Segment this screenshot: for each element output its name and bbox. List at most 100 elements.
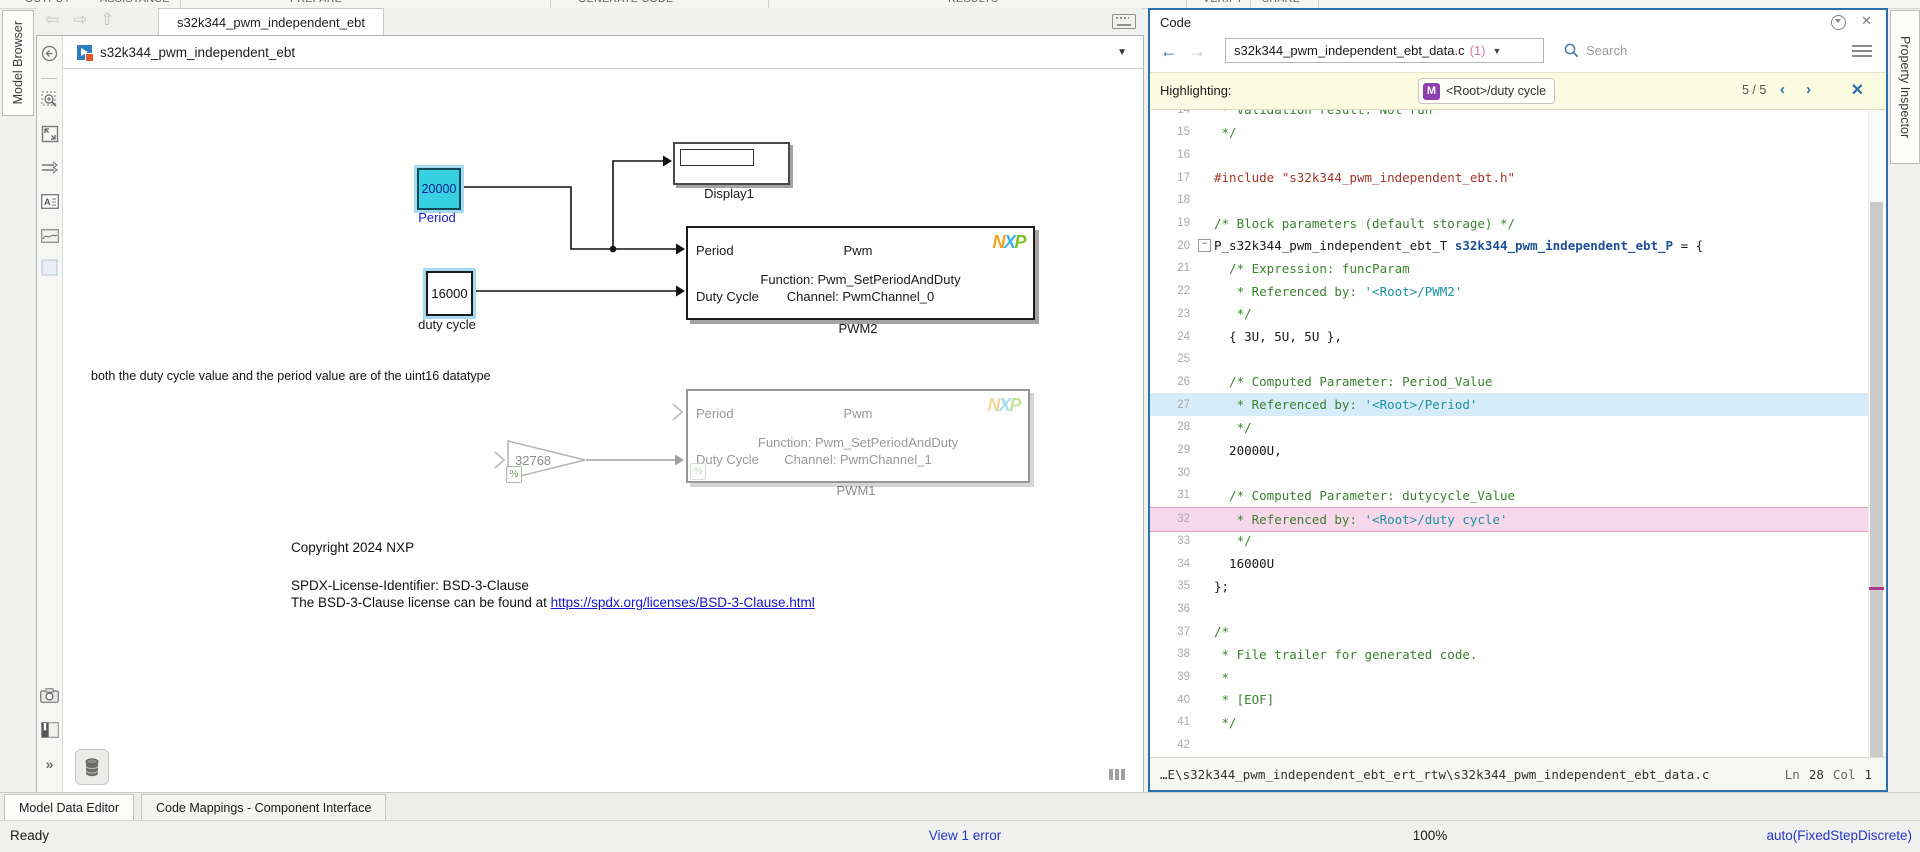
up-to-parent-icon[interactable] — [40, 44, 59, 63]
code-line-24[interactable]: 24 { 3U, 5U, 5U }, — [1150, 325, 1868, 348]
canvas-resize-grip[interactable] — [1109, 769, 1125, 780]
pwm2-block-label[interactable]: PWM2 — [838, 321, 878, 336]
code-line-32[interactable]: 32 * Referenced by: '<Root>/duty cycle' — [1150, 506, 1868, 532]
code-line-23[interactable]: 23 */ — [1150, 302, 1868, 325]
prev-highlight-icon[interactable]: ‹ — [1780, 81, 1785, 98]
breadcrumb-dropdown-icon[interactable]: ▼ — [1117, 46, 1127, 58]
solver-info-link[interactable]: auto(FixedStepDiscrete) — [1766, 828, 1912, 843]
code-forward-icon[interactable]: → — [1188, 41, 1206, 61]
area-annotation-icon[interactable] — [40, 258, 59, 277]
code-line-42[interactable]: 42 — [1150, 734, 1868, 757]
code-line-20[interactable]: 20−P_s32k344_pwm_independent_ebt_T s32k3… — [1150, 234, 1868, 257]
gain-block-value[interactable]: 32768 — [515, 453, 552, 468]
period-block-label[interactable]: Period — [418, 210, 456, 225]
hamburger-menu-icon[interactable] — [1852, 42, 1872, 60]
viewmarks-icon[interactable] — [40, 720, 59, 739]
status-ready: Ready — [10, 828, 50, 843]
tab-model-data-editor[interactable]: Model Data Editor — [4, 794, 135, 821]
code-line-27[interactable]: 27 * Referenced by: '<Root>/Period' — [1150, 393, 1868, 417]
up-arrow-icon[interactable]: ⇧ — [100, 10, 115, 29]
code-line-35[interactable]: 35}; — [1150, 575, 1868, 598]
code-text: #include "s32k344_pwm_independent_ebt.h" — [1214, 170, 1516, 186]
code-line-19[interactable]: 19/* Block parameters (default storage) … — [1150, 212, 1868, 235]
code-line-26[interactable]: 26 /* Computed Parameter: Period_Value — [1150, 370, 1868, 393]
search-input[interactable]: Search — [1586, 43, 1628, 58]
file-selector-dropdown[interactable]: s32k344_pwm_independent_ebt_data.c (1) ▼ — [1225, 38, 1544, 63]
more-tools-icon[interactable]: » — [45, 755, 54, 772]
code-line-36[interactable]: 36 — [1150, 597, 1868, 620]
fit-to-view-icon[interactable] — [40, 124, 59, 143]
highlighted-element-tag[interactable]: M <Root>/duty cycle — [1418, 78, 1556, 104]
signal-routing-icon[interactable] — [40, 158, 59, 177]
code-line-31[interactable]: 31 /* Computed Parameter: dutycycle_Valu… — [1150, 484, 1868, 507]
next-highlight-icon[interactable]: › — [1806, 81, 1811, 98]
license-annotation-line2[interactable]: The BSD-3-Clause license can be found at… — [291, 595, 815, 610]
code-line-15[interactable]: 15 */ — [1150, 121, 1868, 144]
forward-arrow-icon[interactable]: ⇨ — [73, 10, 88, 29]
breadcrumb[interactable]: s32k344_pwm_independent_ebt ▼ — [63, 36, 1143, 69]
breadcrumb-model-name[interactable]: s32k344_pwm_independent_ebt — [100, 44, 296, 60]
fold-toggle-icon[interactable]: − — [1198, 239, 1211, 253]
line-number: 35 — [1177, 580, 1190, 593]
back-arrow-icon[interactable]: ⇦ — [45, 10, 60, 29]
code-line-41[interactable]: 41 */ — [1150, 711, 1868, 734]
license-annotation-line1[interactable]: SPDX-License-Identifier: BSD-3-Clause — [291, 578, 529, 593]
code-line-17[interactable]: 17 #include "s32k344_pwm_independent_ebt.… — [1150, 166, 1868, 189]
code-line-28[interactable]: 28 */ — [1150, 416, 1868, 439]
tab-code-mappings[interactable]: Code Mappings - Component Interface — [141, 794, 387, 821]
image-annotation-icon[interactable] — [40, 226, 59, 245]
line-number: 40 — [1177, 693, 1190, 706]
code-line-25[interactable]: 25 — [1150, 348, 1868, 371]
panel-close-icon[interactable]: ✕ — [1861, 13, 1872, 28]
code-line-33[interactable]: 33 */ — [1150, 529, 1868, 552]
pwm1-block[interactable]: Period Pwm NXP Function: Pwm_SetPeriodAn… — [686, 389, 1030, 483]
highlighting-label: Highlighting: — [1160, 83, 1232, 98]
code-line-21[interactable]: 21 /* Expression: funcParam — [1150, 257, 1868, 280]
code-line-40[interactable]: 40 * [EOF] — [1150, 688, 1868, 711]
line-number: 24 — [1177, 330, 1190, 343]
code-line-14[interactable]: 14 * Validation result: Not run — [1150, 108, 1868, 121]
scrollbar-thumb[interactable] — [1870, 202, 1883, 758]
code-text: /* Computed Parameter: dutycycle_Value — [1214, 487, 1516, 503]
period-constant-block[interactable]: 20000 — [417, 168, 461, 210]
duty-cycle-block-label[interactable]: duty cycle — [418, 317, 476, 332]
code-line-37[interactable]: 37/* — [1150, 620, 1868, 643]
property-inspector-tab[interactable]: Property Inspector — [1890, 10, 1920, 164]
search-icon[interactable] — [1564, 43, 1579, 63]
view-error-link[interactable]: View 1 error — [928, 828, 1002, 843]
code-back-icon[interactable]: ← — [1160, 41, 1178, 61]
panel-menu-icon[interactable] — [1831, 15, 1846, 30]
line-number: 16 — [1177, 148, 1190, 161]
display1-block[interactable] — [673, 142, 790, 185]
model-document-tab[interactable]: s32k344_pwm_independent_ebt — [158, 8, 384, 36]
code-line-29[interactable]: 29 20000U, — [1150, 439, 1868, 462]
data-dictionary-button[interactable] — [75, 749, 109, 785]
pwm1-block-label[interactable]: PWM1 — [836, 483, 876, 498]
annotation-icon[interactable]: A — [40, 192, 59, 211]
license-link[interactable]: https://spdx.org/licenses/BSD-3-Clause.h… — [550, 595, 815, 610]
canvas-annotation[interactable]: both the duty cycle value and the period… — [91, 369, 491, 383]
screenshot-icon[interactable] — [40, 686, 59, 705]
code-line-39[interactable]: 39 * — [1150, 666, 1868, 689]
code-line-22[interactable]: 22 * Referenced by: '<Root>/PWM2' — [1150, 280, 1868, 303]
zoom-select-icon[interactable] — [40, 90, 59, 109]
model-browser-tab[interactable]: Model Browser — [2, 10, 34, 116]
highlighting-close-icon[interactable]: ✕ — [1850, 82, 1864, 99]
keyboard-shortcuts-icon[interactable] — [1112, 14, 1136, 29]
model-canvas[interactable]: 20000 Period 16000 duty cycle Display1 P… — [63, 69, 1143, 793]
code-line-16[interactable]: 16 — [1150, 143, 1868, 166]
duty-cycle-constant-block[interactable]: 16000 — [426, 271, 473, 316]
pwm2-block[interactable]: Period Pwm NXP Function: Pwm_SetPeriodAn… — [686, 226, 1035, 320]
code-line-34[interactable]: 34 16000U — [1150, 552, 1868, 575]
pwm1-channel-text: Channel: PwmChannel_1 — [784, 452, 932, 467]
code-line-18[interactable]: 18 — [1150, 189, 1868, 212]
line-number: 32 — [1177, 513, 1190, 526]
code-line-38[interactable]: 38 * File trailer for generated code. — [1150, 643, 1868, 666]
copyright-annotation[interactable]: Copyright 2024 NXP — [291, 540, 415, 555]
line-number: 17 — [1177, 171, 1190, 184]
code-scrollbar[interactable] — [1868, 108, 1884, 758]
nxp-logo: NXP — [987, 395, 1021, 415]
code-line-30[interactable]: 30 — [1150, 461, 1868, 484]
display1-block-label[interactable]: Display1 — [704, 186, 754, 201]
